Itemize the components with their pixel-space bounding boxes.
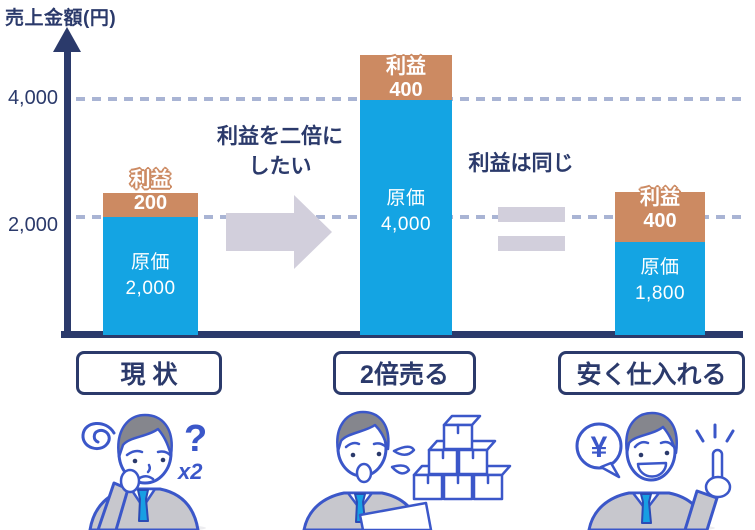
equals-sign-top-bar bbox=[498, 207, 565, 222]
bar-current-cost-segment bbox=[103, 217, 198, 335]
hand-on-chin bbox=[119, 468, 141, 494]
bar-current-profit-segment bbox=[103, 193, 198, 217]
businessman-stressed-illustration bbox=[302, 410, 512, 530]
sweat-drop-icon bbox=[390, 464, 411, 475]
bar-sell-double-cost-segment bbox=[360, 100, 452, 335]
bar-buy-cheaper-cost-segment bbox=[615, 242, 705, 335]
businessman-confused-illustration: ? x2 bbox=[81, 413, 207, 530]
profit-value: 400 bbox=[643, 210, 677, 232]
cost-caption: 原価 bbox=[130, 252, 170, 273]
profit-caption: 利益 bbox=[640, 187, 680, 209]
bar-sell-double-profit-segment bbox=[360, 55, 452, 100]
category-box-current: 現 状 bbox=[76, 351, 222, 395]
right-eye bbox=[664, 450, 670, 456]
cost-value: 4,000 bbox=[380, 214, 432, 235]
bar-buy-cheaper-profit-segment bbox=[615, 192, 705, 242]
right-eye bbox=[160, 457, 166, 463]
businessman-happy-illustration: ¥ bbox=[575, 411, 735, 530]
boxes-stack-icon bbox=[412, 414, 512, 501]
category-box-sell-double: 2倍売る bbox=[333, 351, 476, 395]
right-eyebrow bbox=[156, 450, 173, 458]
gasping-mouth bbox=[355, 462, 373, 484]
y-axis-line bbox=[64, 48, 71, 335]
annotation-line1: 利益を二倍に bbox=[217, 125, 343, 148]
right-arrow-icon bbox=[226, 195, 332, 269]
hair bbox=[625, 411, 678, 455]
cost-caption: 原価 bbox=[386, 188, 426, 209]
bar-buy-cheaper-profit-label: 利益 400 bbox=[615, 187, 705, 233]
right-eyebrow bbox=[372, 442, 388, 449]
bar-sell-double-cost-label: 原価 4,000 bbox=[360, 186, 452, 238]
annotation-same-profit: 利益は同じ bbox=[468, 152, 574, 175]
yen-symbol: ¥ bbox=[591, 431, 608, 464]
paper-sheet bbox=[358, 501, 433, 530]
question-mark: ? bbox=[184, 418, 207, 460]
left-eyebrow bbox=[633, 440, 650, 449]
smiling-open-mouth bbox=[636, 461, 668, 478]
left-eye bbox=[350, 452, 356, 458]
left-eyebrow bbox=[344, 441, 361, 449]
cost-value: 1,800 bbox=[634, 283, 686, 304]
y-axis-title: 売上金額(円) bbox=[5, 8, 117, 29]
tie bbox=[640, 493, 652, 524]
bar-sell-double-profit-label: 利益 400 bbox=[360, 56, 452, 102]
fist bbox=[704, 475, 732, 499]
bar-current-profit-label: 利益 200 bbox=[103, 169, 198, 215]
equals-sign-bottom-bar bbox=[498, 236, 565, 251]
y-tick-4000: 4,000 bbox=[7, 87, 58, 109]
profit-caption: 利益 bbox=[386, 56, 426, 78]
tie bbox=[137, 489, 149, 522]
y-axis-arrowhead-icon bbox=[53, 27, 81, 52]
cost-value: 2,000 bbox=[125, 278, 176, 299]
x2-doodle: x2 bbox=[177, 459, 203, 484]
nose bbox=[146, 463, 152, 474]
cost-caption: 原価 bbox=[640, 257, 680, 278]
category-box-buy-cheaper: 安く仕入れる bbox=[558, 351, 745, 395]
yen-speech-bubble-icon: ¥ bbox=[575, 422, 623, 479]
profit-value: 400 bbox=[389, 79, 423, 101]
bar-current-cost-label: 原価 2,000 bbox=[103, 250, 198, 302]
profit-value: 200 bbox=[133, 192, 168, 214]
annotation-double-profit: 利益を二倍に したい bbox=[205, 122, 355, 182]
bar-buy-cheaper-cost-label: 原価 1,800 bbox=[615, 255, 705, 307]
right-eyebrow bbox=[659, 440, 675, 448]
hair bbox=[336, 410, 390, 453]
left-eye bbox=[638, 452, 644, 458]
y-tick-2000: 2,000 bbox=[7, 214, 58, 236]
left-eyebrow bbox=[125, 449, 144, 457]
annotation-line2: したい bbox=[248, 155, 312, 178]
emphasis-lines-icon bbox=[695, 423, 735, 443]
confusion-swirl-icon bbox=[81, 422, 116, 451]
right-eye bbox=[376, 451, 382, 457]
profit-caption: 利益 bbox=[130, 169, 171, 191]
left-eye bbox=[132, 458, 138, 464]
sweat-drop-icon bbox=[392, 445, 416, 456]
